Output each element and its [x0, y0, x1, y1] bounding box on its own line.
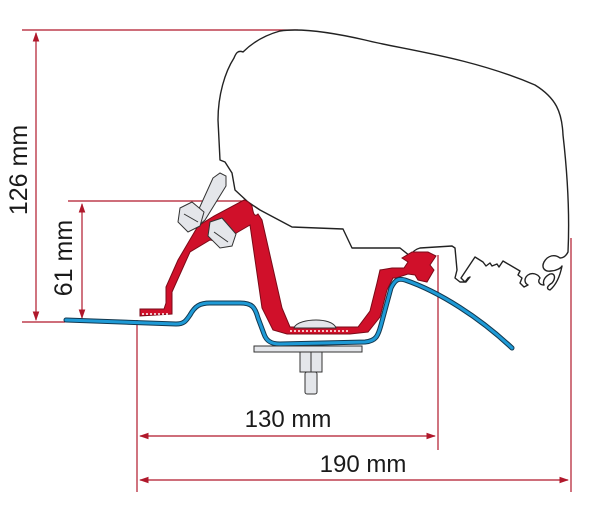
dimension-130mm	[136, 255, 439, 492]
dimension-190mm	[139, 238, 572, 492]
bracket-teeth	[142, 313, 350, 332]
dimension-label-61mm: 61 mm	[50, 220, 78, 296]
dimension-label-130mm: 130 mm	[245, 406, 332, 433]
dimension-126mm	[22, 29, 298, 323]
bolt-assembly-lower	[253, 319, 363, 395]
bolt-shaft	[304, 371, 318, 395]
washer-plate	[253, 345, 363, 353]
roof-panel-fill	[64, 277, 514, 350]
bolt-head	[293, 319, 337, 329]
dimension-label-190mm: 190 mm	[320, 451, 407, 478]
upper-nut	[177, 201, 205, 233]
lower-nut	[207, 217, 237, 249]
dimension-label-126mm: 126 mm	[5, 125, 33, 215]
roof-panel	[63, 276, 515, 351]
awning-housing-outline	[217, 29, 570, 291]
bolt-assembly-upper	[177, 172, 237, 249]
